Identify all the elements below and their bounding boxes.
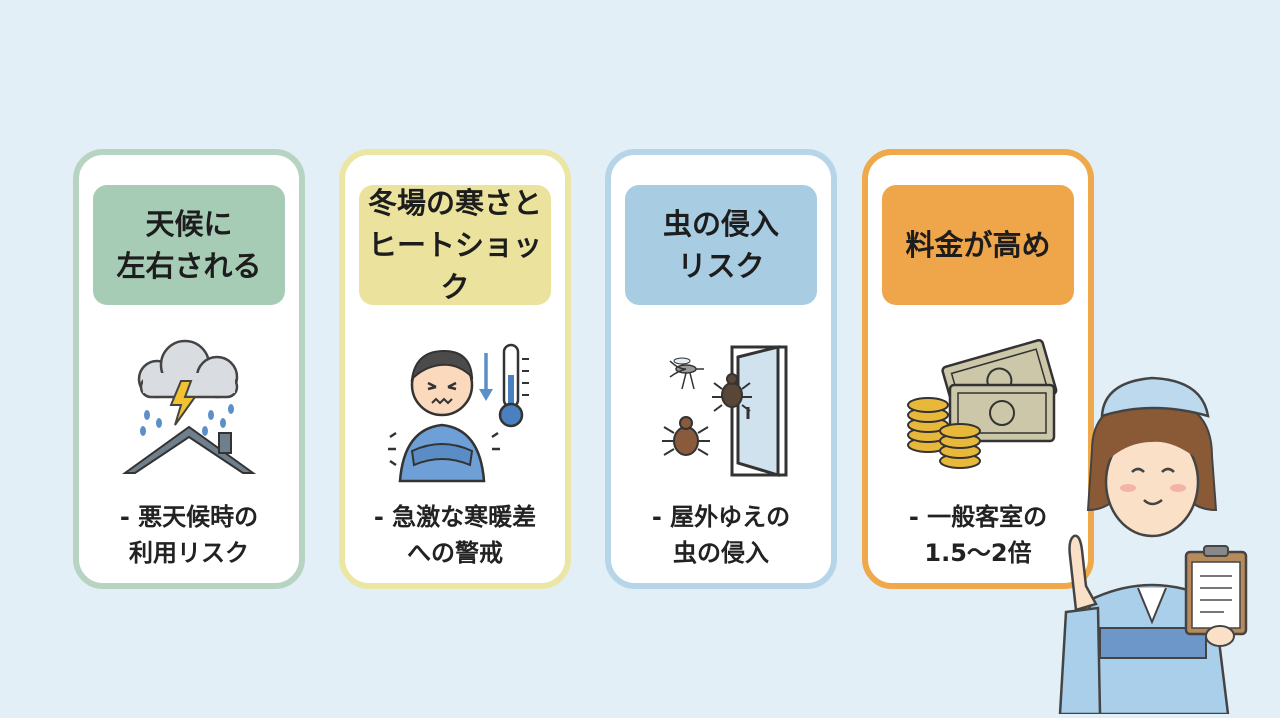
card-title: 虫の侵入 リスク <box>625 185 817 305</box>
cold-person-thermometer-icon <box>345 333 565 483</box>
nurse-with-clipboard-icon <box>1052 360 1252 718</box>
card-price: 料金が高め - 一般客室の 1.5〜2倍 <box>862 149 1094 589</box>
card-description: - 屋外ゆえの 虫の侵入 <box>651 503 791 567</box>
card-title: 料金が高め <box>882 185 1074 305</box>
insects-door-icon <box>611 333 831 483</box>
card-title: 天候に 左右される <box>93 185 285 305</box>
card-description: - 急激な寒暖差 への警戒 <box>373 503 537 567</box>
card-description: - 一般客室の 1.5〜2倍 <box>908 503 1048 567</box>
money-coins-icon <box>868 333 1088 483</box>
card-title: 冬場の寒さと ヒートショック <box>359 185 551 305</box>
card-cold: 冬場の寒さと ヒートショック - 急激な寒暖差 への警戒 <box>339 149 571 589</box>
card-description: - 悪天候時の 利用リスク <box>119 503 259 567</box>
card-insects: 虫の侵入 リスク - 屋外ゆえの 虫の侵入 <box>605 149 837 589</box>
card-weather: 天候に 左右される - 悪天候時の 利用リスク <box>73 149 305 589</box>
storm-house-icon <box>79 333 299 483</box>
